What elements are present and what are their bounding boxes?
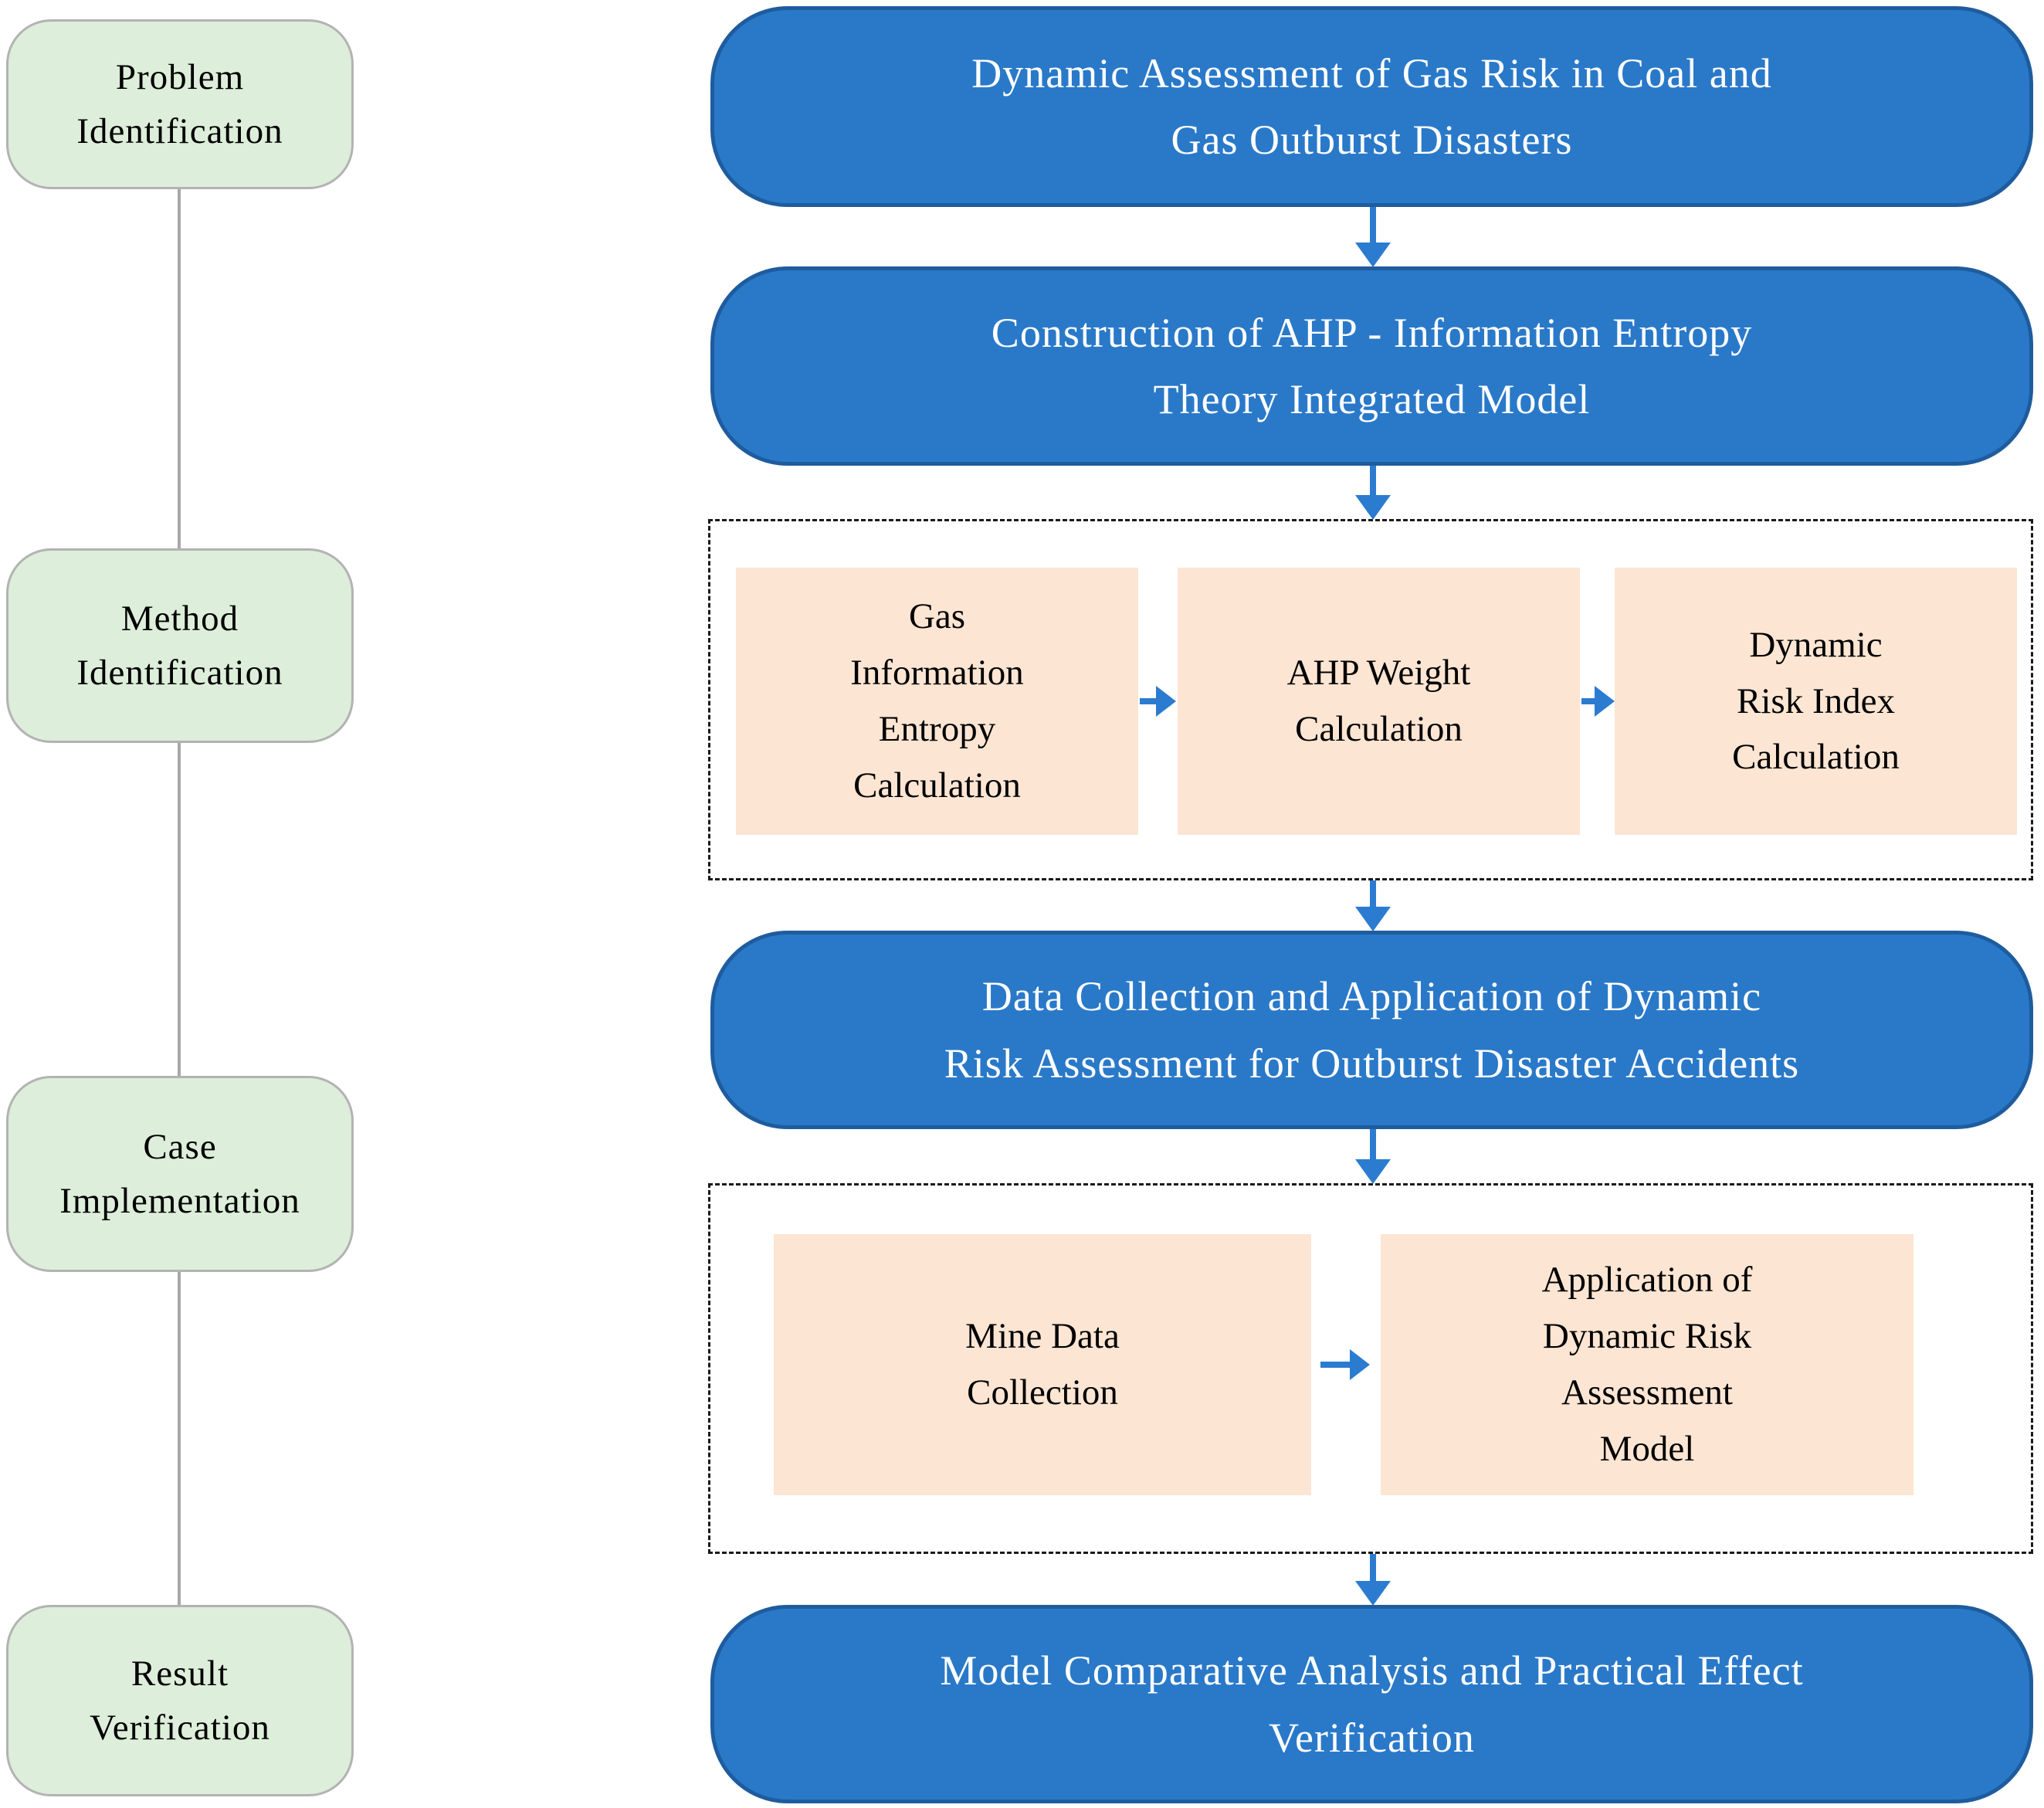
down-arrow-3-head <box>1355 907 1391 931</box>
down-arrow-5-head <box>1355 1581 1391 1606</box>
right-arrow-2 <box>1581 686 1615 717</box>
node-data-collection-application: Data Collection and Application of Dynam… <box>710 931 2033 1129</box>
node-problem-statement: Dynamic Assessment of Gas Risk in Coal a… <box>710 6 2033 207</box>
right-arrow-1 <box>1140 686 1176 717</box>
down-arrow-4-stem <box>1370 1129 1376 1162</box>
node-model-construction: Construction of AHP - Information Entrop… <box>710 266 2033 466</box>
down-arrow-4-head <box>1355 1159 1391 1184</box>
down-arrow-1-head <box>1355 243 1391 267</box>
down-arrow-4 <box>1353 1129 1393 1184</box>
down-arrow-2-stem <box>1370 466 1376 498</box>
down-arrow-5 <box>1353 1554 1393 1606</box>
right-arrow-3-stem <box>1320 1362 1351 1368</box>
down-arrow-5-stem <box>1370 1554 1376 1584</box>
down-arrow-1-stem <box>1370 207 1376 246</box>
down-arrow-3-stem <box>1370 880 1376 910</box>
down-arrow-3 <box>1353 880 1393 931</box>
right-arrow-3-head <box>1350 1349 1370 1380</box>
down-arrow-1 <box>1353 207 1393 267</box>
right-arrow-2-head <box>1595 686 1615 717</box>
down-arrow-2-head <box>1355 495 1391 520</box>
right-arrow-1-stem <box>1140 698 1158 704</box>
right-arrow-3 <box>1320 1349 1370 1380</box>
right-arrow-1-head <box>1156 686 1176 717</box>
down-arrow-2 <box>1353 466 1393 520</box>
stage-connector-line <box>178 104 181 1622</box>
right-arrow-2-stem <box>1581 698 1596 704</box>
node-model-verification: Model Comparative Analysis and Practical… <box>710 1605 2033 1803</box>
